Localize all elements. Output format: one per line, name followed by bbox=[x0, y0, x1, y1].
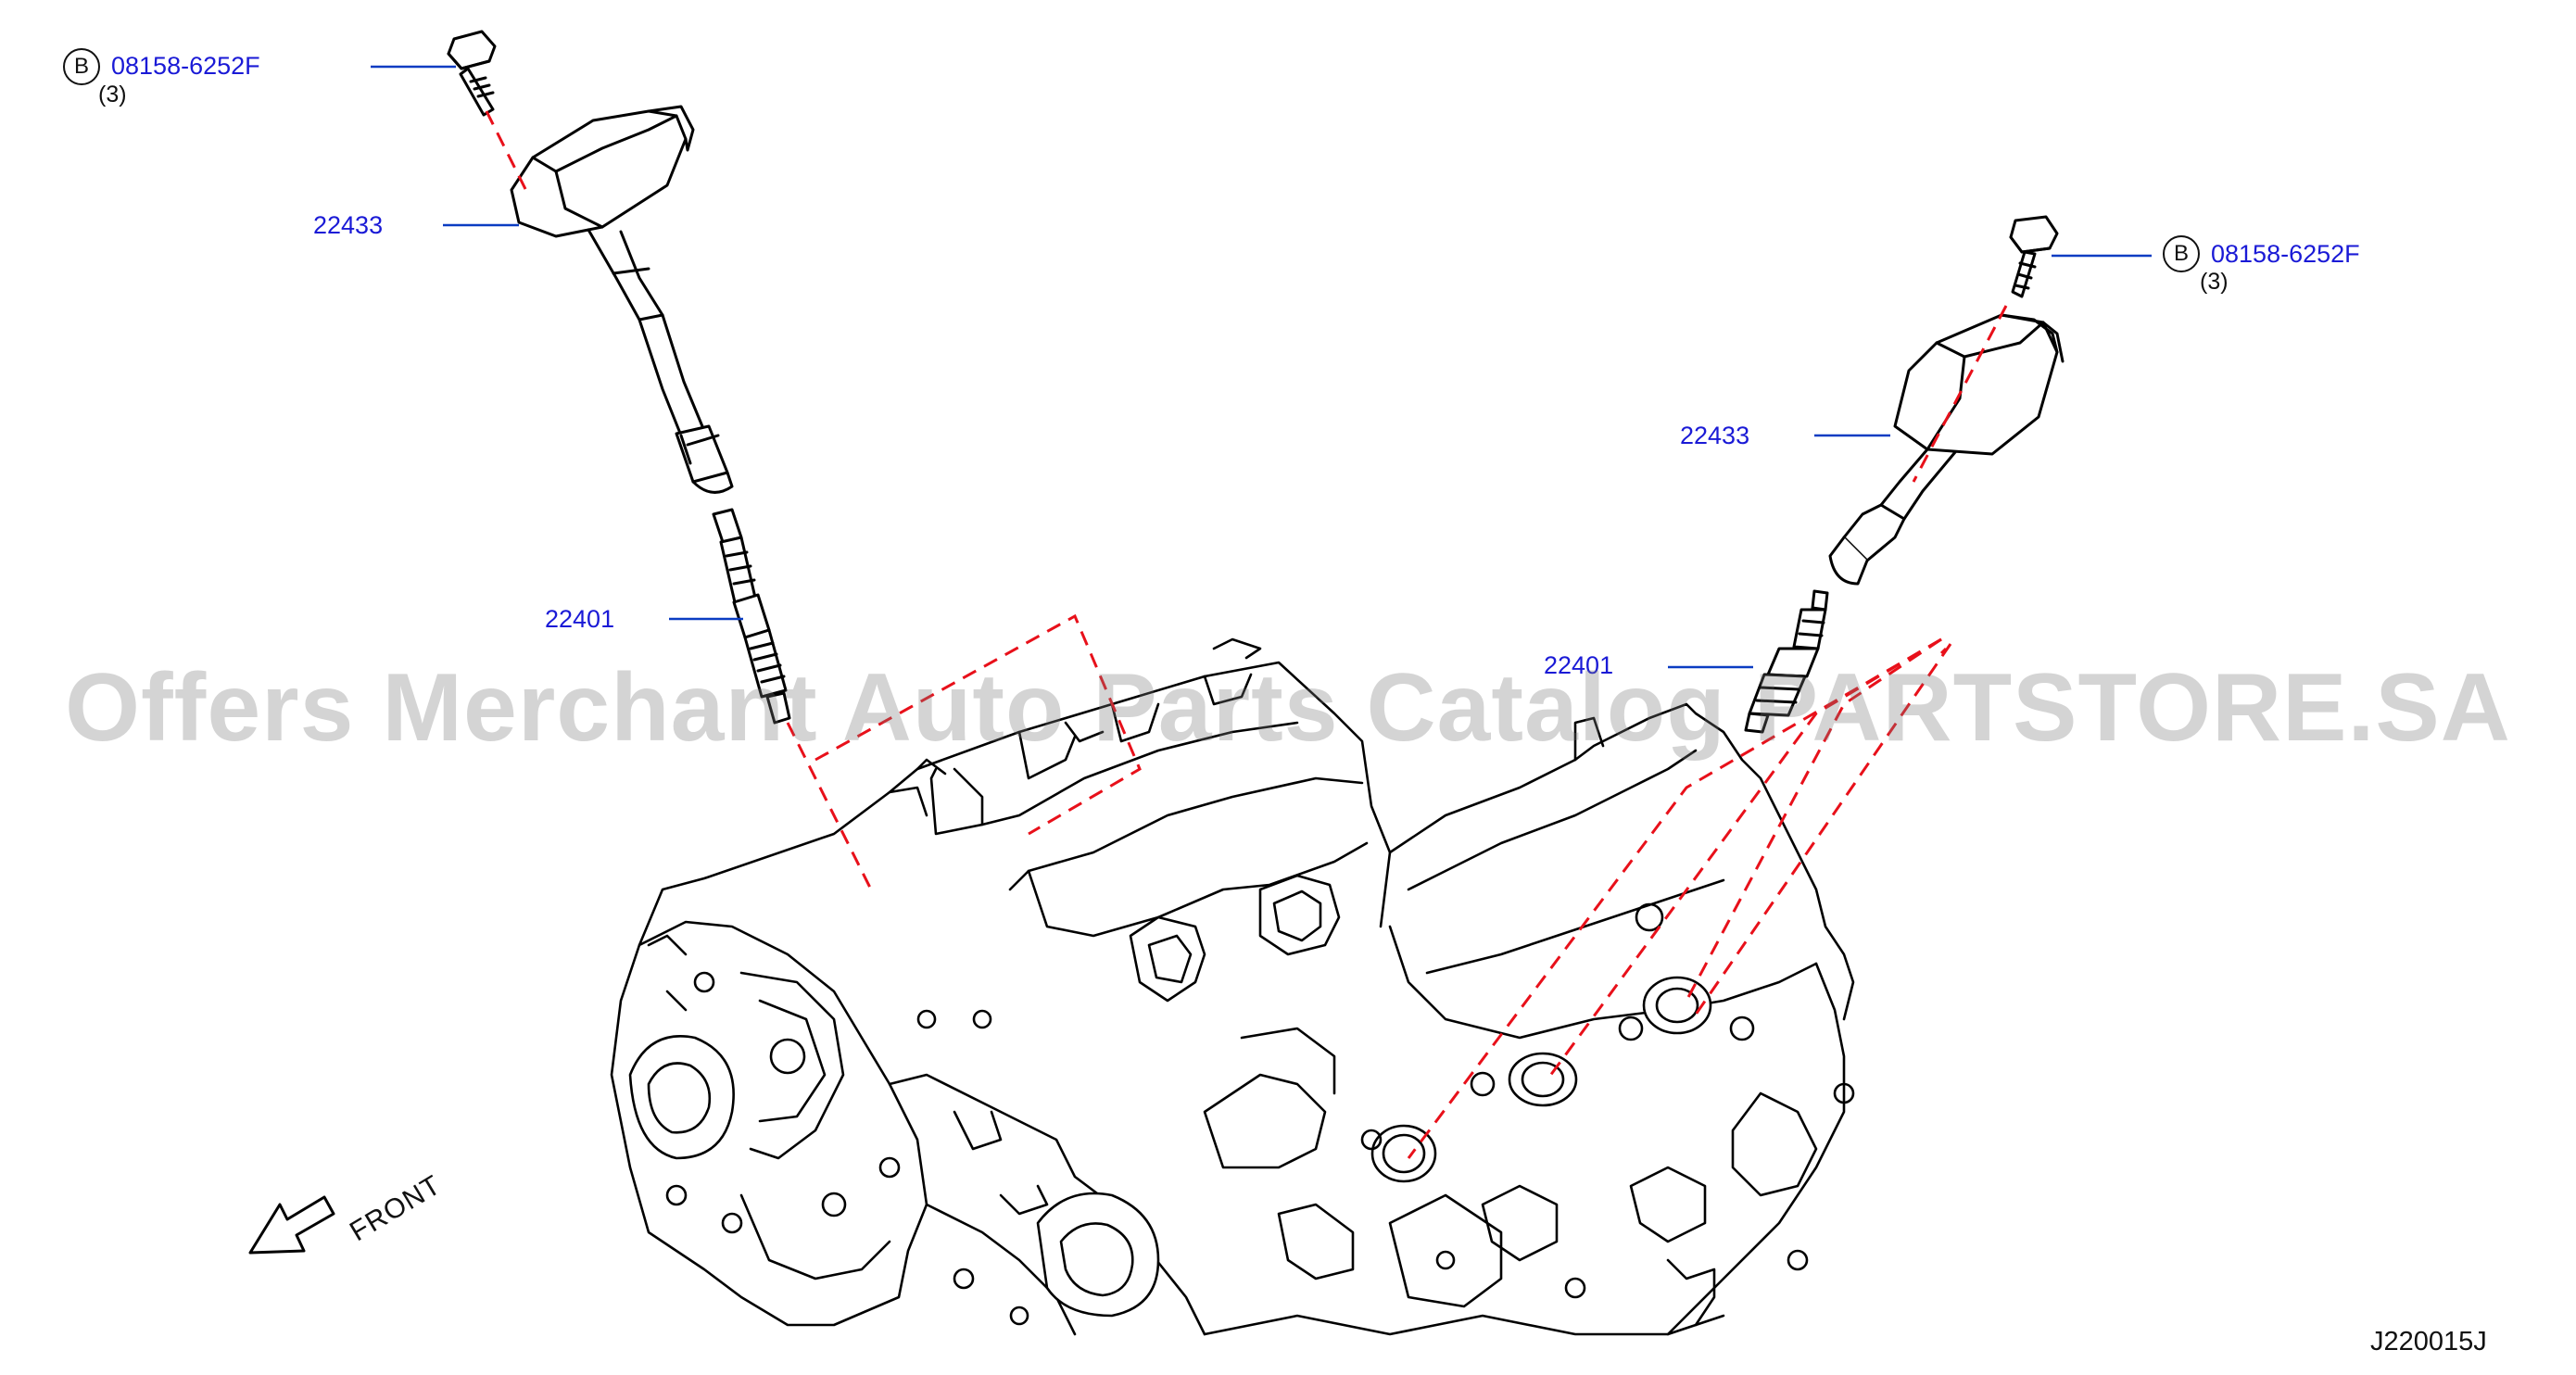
diagram-code: J220015J bbox=[2370, 1327, 2487, 1356]
right-bolt-badge: B bbox=[2163, 235, 2200, 272]
right-plug-part-number[interactable]: 22401 bbox=[1544, 651, 1614, 679]
right-bolt-quantity: (3) bbox=[2200, 269, 2229, 295]
right-spark-plug-drawing bbox=[1744, 589, 1829, 734]
left-bolt-part-number[interactable]: 08158-6252F bbox=[111, 52, 260, 80]
left-bolt-drawing bbox=[447, 30, 497, 117]
front-arrow-icon bbox=[248, 1195, 335, 1255]
left-coil-part-number[interactable]: 22433 bbox=[313, 211, 384, 239]
left-plug-part-number[interactable]: 22401 bbox=[545, 605, 615, 633]
right-bolt-part-number[interactable]: 08158-6252F bbox=[2211, 240, 2360, 268]
right-bolt-drawing bbox=[2009, 215, 2059, 298]
right-ignition-coil-drawing bbox=[1828, 313, 2065, 586]
right-coil-part-number[interactable]: 22433 bbox=[1680, 422, 1750, 449]
left-ignition-coil-drawing bbox=[510, 105, 734, 494]
alignment-guides bbox=[485, 110, 2008, 1159]
left-bolt-quantity: (3) bbox=[98, 82, 127, 107]
left-bolt-badge: B bbox=[63, 48, 100, 85]
leader-lines bbox=[371, 65, 2152, 669]
engine-drawing bbox=[610, 637, 1855, 1336]
left-spark-plug-drawing bbox=[712, 508, 791, 725]
